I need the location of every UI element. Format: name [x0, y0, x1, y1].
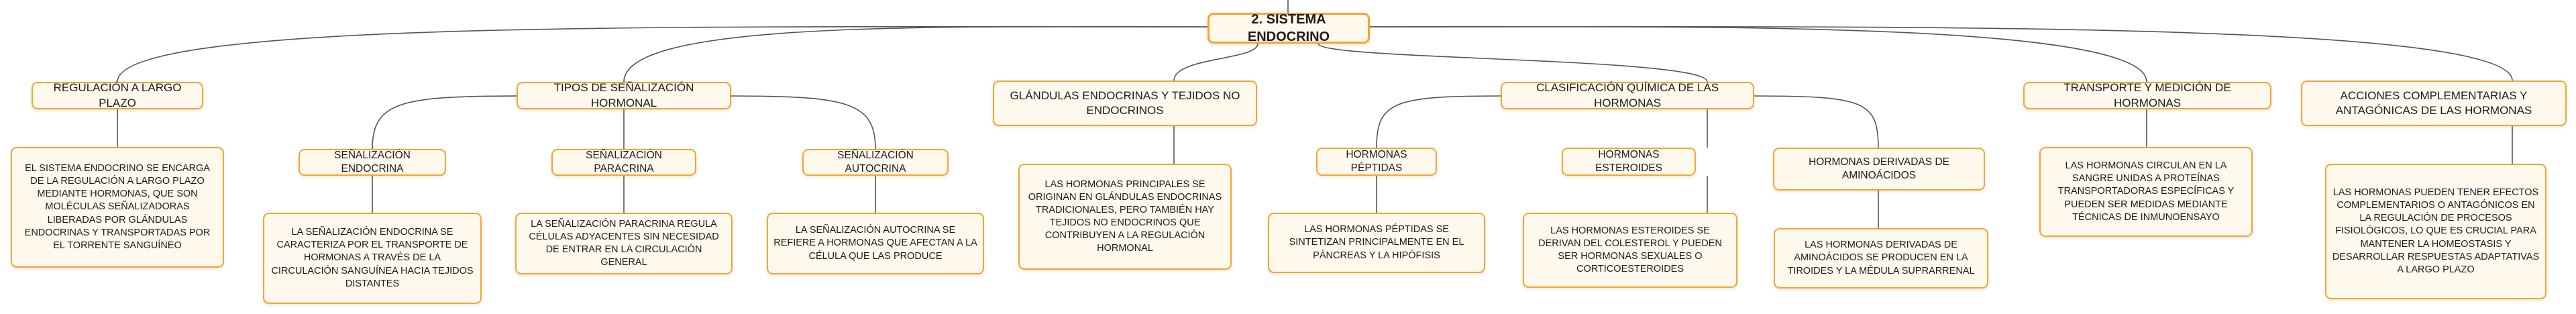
connector	[372, 95, 524, 150]
connector	[1318, 43, 1708, 83]
connector	[1750, 95, 1879, 150]
detail-senalizacion-endocrina: LA SEÑALIZACIÓN ENDOCRINA SE CARACTERIZA…	[263, 213, 482, 304]
topic-glandulas-endocrinas[interactable]: GLÁNDULAS ENDOCRINAS Y TEJIDOS NO ENDOCR…	[993, 81, 1257, 126]
subtopic-hormonas-peptidas[interactable]: HORMONAS PÉPTIDAS	[1316, 148, 1437, 176]
topic-clasificacion-quimica[interactable]: CLASIFICACIÓN QUÍMICA DE LAS HORMONAS	[1501, 81, 1754, 109]
detail-hormonas-esteroides: LAS HORMONAS ESTEROIDES SE DERIVAN DEL C…	[1523, 213, 1737, 288]
detail-senalizacion-autocrina: LA SEÑALIZACIÓN AUTOCRINA SE REFIERE A H…	[767, 213, 984, 274]
connector	[1173, 43, 1258, 81]
subtopic-senalizacion-autocrina[interactable]: SEÑALIZACIÓN AUTOCRINA	[802, 149, 949, 176]
subtopic-hormonas-aminoacidos[interactable]: HORMONAS DERIVADAS DE AMINOÁCIDOS	[1773, 148, 1985, 191]
subtopic-hormonas-esteroides[interactable]: HORMONAS ESTEROIDES	[1562, 148, 1696, 176]
detail-transporte-medicion: LAS HORMONAS CIRCULAN EN LA SANGRE UNIDA…	[2039, 147, 2253, 237]
subtopic-senalizacion-endocrina[interactable]: SEÑALIZACIÓN ENDOCRINA	[299, 149, 446, 176]
connector	[724, 95, 876, 150]
root-node[interactable]: 2. SISTEMA ENDOCRINO	[1208, 12, 1370, 44]
connector	[1369, 25, 2147, 83]
connector	[1369, 25, 2513, 81]
topic-acciones-complementarias[interactable]: ACCIONES COMPLEMENTARIAS Y ANTAGÓNICAS D…	[2301, 81, 2567, 126]
detail-acciones-complementarias: LAS HORMONAS PUEDEN TENER EFECTOS COMPLE…	[2325, 164, 2546, 299]
topic-regulacion-largo-plazo[interactable]: REGULACIÓN A LARGO PLAZO	[32, 81, 203, 109]
connector	[1376, 95, 1505, 148]
detail-senalizacion-paracrina: LA SEÑALIZACIÓN PARACRINA REGULA CÉLULAS…	[515, 213, 733, 274]
detail-hormonas-aminoacidos: LAS HORMONAS DERIVADAS DE AMINOÁCIDOS SE…	[1774, 228, 1988, 289]
detail-glandulas-endocrinas: LAS HORMONAS PRINCIPALES SE ORIGINAN EN …	[1018, 164, 1232, 270]
topic-tipos-senalizacion[interactable]: TIPOS DE SEÑALIZACIÓN HORMONAL	[517, 81, 731, 109]
detail-hormonas-peptidas: LAS HORMONAS PÉPTIDAS SE SINTETIZAN PRIN…	[1268, 213, 1485, 273]
connector	[117, 25, 1208, 83]
topic-transporte-medicion[interactable]: TRANSPORTE Y MEDICIÓN DE HORMONAS	[2023, 81, 2271, 109]
subtopic-senalizacion-paracrina[interactable]: SEÑALIZACIÓN PARACRINA	[551, 149, 696, 176]
detail-regulacion-largo-plazo: EL SISTEMA ENDOCRINO SE ENCARGA DE LA RE…	[11, 147, 224, 268]
connector	[623, 25, 1208, 83]
